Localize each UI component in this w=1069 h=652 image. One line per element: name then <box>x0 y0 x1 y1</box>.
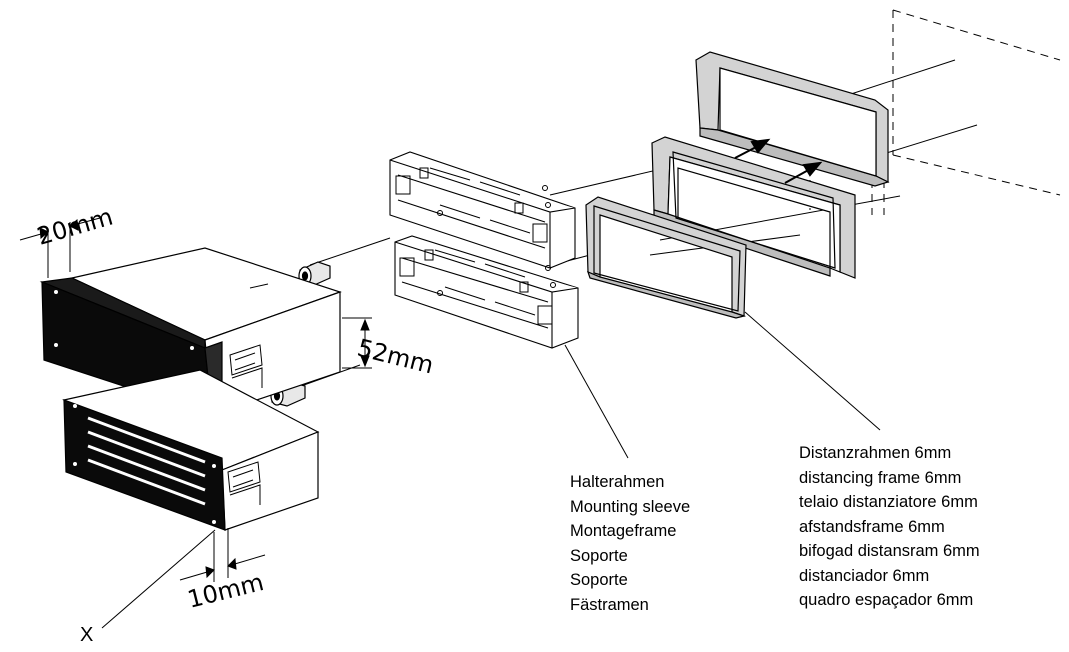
label-line: distanciador 6mm <box>799 566 930 585</box>
dimension-label-52mm: 52mm <box>355 334 437 380</box>
distancing-frame <box>585 196 747 319</box>
label-line: bifogad distansram 6mm <box>799 542 980 560</box>
mounting-sleeve-label-list: Halterahmen Mounting sleeve Montageframe… <box>570 470 690 617</box>
label-line: Halterahmen <box>570 473 665 491</box>
dimension-lines <box>19 217 372 582</box>
radio-unit-lower <box>62 369 320 531</box>
label-line: Soporte <box>570 571 628 589</box>
mounting-sleeve-lower <box>394 235 579 349</box>
label-line: Mounting sleeve <box>570 497 691 516</box>
outer-trim-frame <box>695 51 890 187</box>
label-line: Fästramen <box>570 595 649 614</box>
dimension-label-20mm: 20mm <box>34 203 116 251</box>
callout-lines <box>101 311 881 629</box>
label-line: Distanzrahmen 6mm <box>799 444 952 462</box>
label-line: telaio distanziatore 6mm <box>799 493 978 511</box>
label-line: quadro espaçador 6mm <box>799 591 974 609</box>
label-line: Soporte <box>570 546 628 565</box>
label-line: afstandsframe 6mm <box>799 517 945 536</box>
mounting-sleeve-upper <box>389 151 576 269</box>
middle-frame <box>651 136 856 279</box>
label-line: Montageframe <box>570 522 677 540</box>
label-line: distancing frame 6mm <box>799 468 962 487</box>
distancing-frame-label-list: Distanzrahmen 6mm distancing frame 6mm t… <box>799 441 980 613</box>
insert-arrows <box>734 138 823 184</box>
callout-x-label: X <box>80 624 94 646</box>
